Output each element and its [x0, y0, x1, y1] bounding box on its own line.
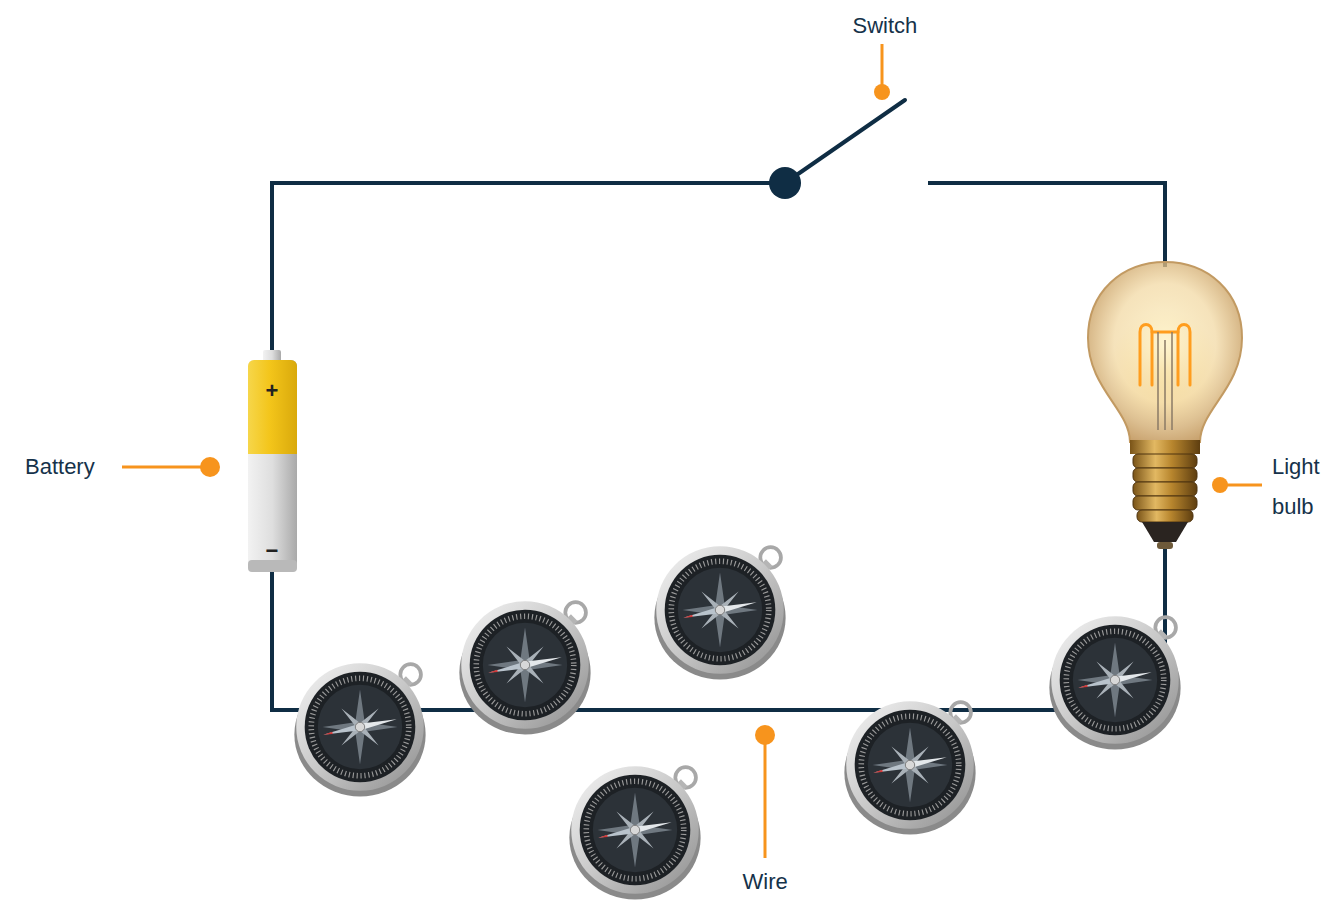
part-label: Switch — [853, 6, 918, 46]
polarity-sign: − — [266, 540, 279, 562]
part-label: Battery — [25, 447, 95, 487]
compass — [654, 546, 785, 679]
polarity-sign: + — [266, 380, 279, 402]
circuit-wire — [272, 183, 1165, 710]
compass — [569, 766, 700, 899]
compass — [1049, 616, 1180, 749]
compass — [844, 701, 975, 834]
light-bulb — [1088, 262, 1242, 549]
part-label: Light bulb — [1272, 447, 1330, 527]
switch-symbol — [769, 100, 905, 199]
compass — [459, 601, 590, 734]
leader-line — [122, 44, 1262, 858]
battery-cell — [248, 350, 297, 572]
part-label: Wire — [743, 862, 788, 902]
compass — [294, 663, 425, 796]
